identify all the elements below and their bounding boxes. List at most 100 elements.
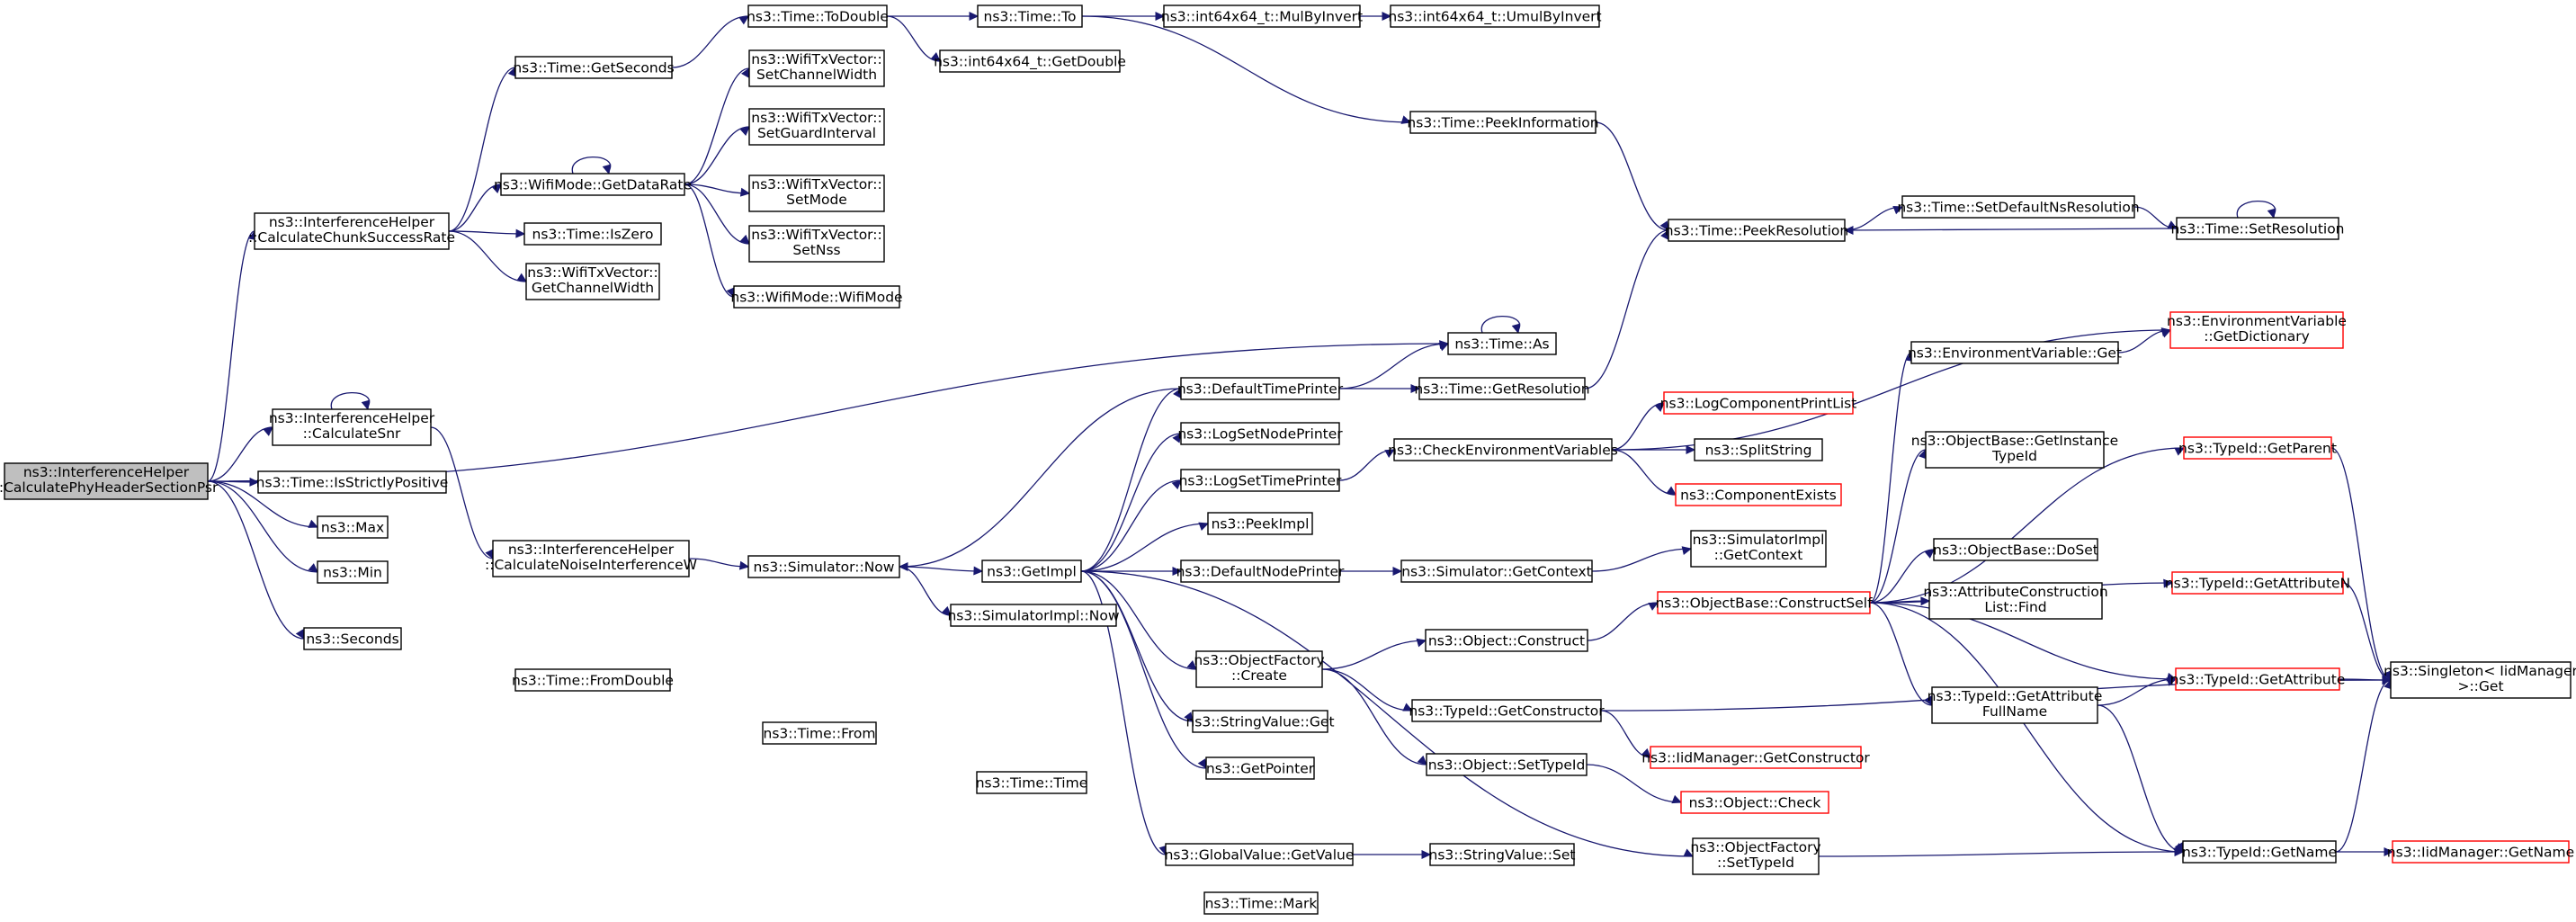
node-time-to[interactable]: ns3::Time::To (977, 4, 1083, 28)
node-env-var-get-dictionary[interactable]: ns3::EnvironmentVariable::GetDictionary (2167, 311, 2347, 349)
node-snr[interactable]: ns3::InterferenceHelper::CalculateSnr (269, 408, 435, 446)
node-box (525, 263, 660, 300)
node-box (1663, 391, 1854, 415)
edge-obj-factory-set-type-id-to-type-id-get-name (1818, 851, 2184, 857)
node-type-id-get-constructor[interactable]: ns3::TypeId::GetConstructor (1409, 699, 1605, 722)
node-peek-impl[interactable]: ns3::PeekImpl (1207, 512, 1313, 535)
edge-obj-factory-create-to-obj-set-type-id (1321, 668, 1427, 765)
node-obj-factory-set-type-id[interactable]: ns3::ObjectFactory::SetTypeId (1690, 837, 1821, 875)
node-type-id-get-parent[interactable]: ns3::TypeId::GetParent (2178, 436, 2337, 460)
edge-arrowhead (1641, 747, 1651, 758)
node-sim-impl-get-context[interactable]: ns3::SimulatorImpl::GetContext (1690, 530, 1827, 568)
node-obj-construct[interactable]: ns3::Object::Construct (1425, 629, 1588, 652)
node-min[interactable]: ns3::Min (317, 560, 389, 584)
node-box (2171, 571, 2344, 595)
edge-check-env-vars-to-component-exists (1611, 449, 1677, 496)
node-log-set-node-printer[interactable]: ns3::LogSetNodePrinter (1177, 422, 1343, 445)
node-is-strictly-positive[interactable]: ns3::Time::IsStrictlyPositive (256, 470, 449, 494)
node-box (1180, 377, 1340, 400)
node-chunk[interactable]: ns3::InterferenceHelper::CalculateChunkS… (248, 212, 455, 250)
node-get-data-rate[interactable]: ns3::WifiMode::GetDataRate (494, 173, 692, 196)
node-set-default-ns-resolution[interactable]: ns3::Time::SetDefaultNsResolution (1897, 195, 2140, 219)
node-type-id-get-attribute-n[interactable]: ns3::TypeId::GetAttributeN (2165, 571, 2350, 595)
node-max[interactable]: ns3::Max (317, 515, 389, 539)
node-box (317, 560, 389, 584)
node-box (1928, 582, 2103, 620)
edge-arrowhead (1400, 115, 1412, 124)
node-iid-get-name[interactable]: ns3::IidManager::GetName (2387, 840, 2574, 864)
node-label: ns3::ObjectBase::ConstructSelf (1655, 595, 1873, 612)
node-box (254, 212, 450, 250)
node-split-string[interactable]: ns3::SplitString (1694, 438, 1823, 461)
node-label: ns3::Min (323, 565, 382, 581)
node-label: ns3::WifiTxVector:: (751, 227, 881, 243)
node-seconds[interactable]: ns3::Seconds (303, 627, 402, 650)
node-umul-by-invert[interactable]: ns3::int64x64_t::UmulByInvert (1388, 4, 1602, 28)
node-env-var-get[interactable]: ns3::EnvironmentVariable::Get (1908, 341, 2122, 364)
node-type-id-get-name[interactable]: ns3::TypeId::GetName (2182, 840, 2337, 864)
node-obj-check[interactable]: ns3::Object::Check (1680, 791, 1829, 814)
node-label: ns3::LogSetTimePrinter (1179, 473, 1342, 489)
node-label: SetNss (792, 242, 840, 258)
node-box (1680, 791, 1829, 814)
node-noise-w[interactable]: ns3::InterferenceHelper::CalculateNoiseI… (485, 540, 697, 577)
node-time-mark[interactable]: ns3::Time::Mark (1203, 891, 1319, 915)
node-time-from[interactable]: ns3::Time::From (762, 721, 877, 745)
edge-arrowhead (1666, 486, 1677, 496)
node-do-set[interactable]: ns3::ObjectBase::DoSet (1933, 538, 2098, 561)
node-int64-get-double[interactable]: ns3::int64x64_t::GetDouble (934, 49, 1126, 73)
node-set-guard-interval[interactable]: ns3::WifiTxVector::SetGuardInterval (748, 108, 885, 146)
node-box (748, 175, 885, 212)
node-set-channel-width[interactable]: ns3::WifiTxVector::SetChannelWidth (748, 49, 885, 87)
node-singleton-get[interactable]: ns3::Singleton< IidManager>::Get (2384, 661, 2576, 699)
node-label: ns3::ObjectBase::DoSet (1933, 542, 2098, 559)
node-to-double[interactable]: ns3::Time::ToDouble (747, 4, 889, 28)
node-sim-now[interactable]: ns3::Simulator::Now (747, 555, 900, 578)
node-tx-get-channel-width[interactable]: ns3::WifiTxVector::GetChannelWidth (525, 263, 660, 300)
node-time-time[interactable]: ns3::Time::Time (976, 771, 1088, 794)
node-set-mode[interactable]: ns3::WifiTxVector::SetMode (748, 175, 885, 212)
node-construct-self[interactable]: ns3::ObjectBase::ConstructSelf (1655, 591, 1873, 614)
node-is-zero[interactable]: ns3::Time::IsZero (523, 222, 662, 246)
node-component-exists[interactable]: ns3::ComponentExists (1675, 483, 1842, 506)
node-peek-information[interactable]: ns3::Time::PeekInformation (1407, 111, 1599, 134)
node-get-pointer[interactable]: ns3::GetPointer (1205, 756, 1315, 780)
node-get-seconds[interactable]: ns3::Time::GetSeconds (513, 56, 675, 79)
node-obj-set-type-id[interactable]: ns3::Object::SetTypeId (1426, 753, 1588, 776)
node-log-set-time-printer[interactable]: ns3::LogSetTimePrinter (1179, 469, 1342, 492)
node-check-env-vars[interactable]: ns3::CheckEnvironmentVariables (1388, 438, 1618, 461)
node-label: ns3::ComponentExists (1680, 488, 1837, 504)
node-log-component-print-list[interactable]: ns3::LogComponentPrintList (1660, 391, 1857, 415)
node-default-time-printer[interactable]: ns3::DefaultTimePrinter (1177, 377, 1344, 400)
node-string-value-set[interactable]: ns3::StringValue::Set (1429, 843, 1576, 866)
node-time-from-double[interactable]: ns3::Time::FromDouble (512, 668, 674, 692)
edge-arrowhead (1172, 567, 1183, 576)
node-sim-get-context[interactable]: ns3::Simulator::GetContext (1400, 559, 1593, 583)
node-mul-by-invert[interactable]: ns3::int64x64_t::MulByInvert (1161, 4, 1363, 28)
node-set-resolution[interactable]: ns3::Time::SetResolution (2170, 217, 2345, 240)
node-iid-get-constructor[interactable]: ns3::IidManager::GetConstructor (1641, 746, 1870, 769)
node-peek-resolution[interactable]: ns3::Time::PeekResolution (1665, 219, 1848, 242)
node-box (500, 173, 685, 196)
node-box (1203, 891, 1319, 915)
node-sim-impl-now[interactable]: ns3::SimulatorImpl::Now (947, 604, 1120, 627)
edge-get-resolution-to-peek-resolution (1584, 229, 1669, 389)
node-get-resolution[interactable]: ns3::Time::GetResolution (1414, 377, 1590, 400)
node-get-impl[interactable]: ns3::GetImpl (981, 559, 1082, 583)
node-root[interactable]: ns3::InterferenceHelper::CalculatePhyHea… (0, 462, 219, 500)
node-label: ns3::Time::IsZero (532, 227, 654, 243)
node-set-nss[interactable]: ns3::WifiTxVector::SetNss (748, 225, 885, 263)
node-box (1690, 530, 1827, 568)
node-wifi-mode[interactable]: ns3::WifiMode::WifiMode (730, 285, 903, 309)
node-type-id-get-attribute[interactable]: ns3::TypeId::GetAttribute (2170, 667, 2346, 691)
node-obj-factory-create[interactable]: ns3::ObjectFactory::Create (1194, 650, 1325, 688)
node-string-value-get[interactable]: ns3::StringValue::Get (1185, 710, 1335, 733)
node-label: ns3::SplitString (1705, 443, 1812, 459)
node-label: ns3::InterferenceHelper (269, 410, 435, 426)
node-default-node-printer[interactable]: ns3::DefaultNodePrinter (1176, 559, 1345, 583)
node-global-value-get-value[interactable]: ns3::GlobalValue::GetValue (1165, 843, 1355, 866)
node-time-as[interactable]: ns3::Time::As (1447, 332, 1557, 355)
